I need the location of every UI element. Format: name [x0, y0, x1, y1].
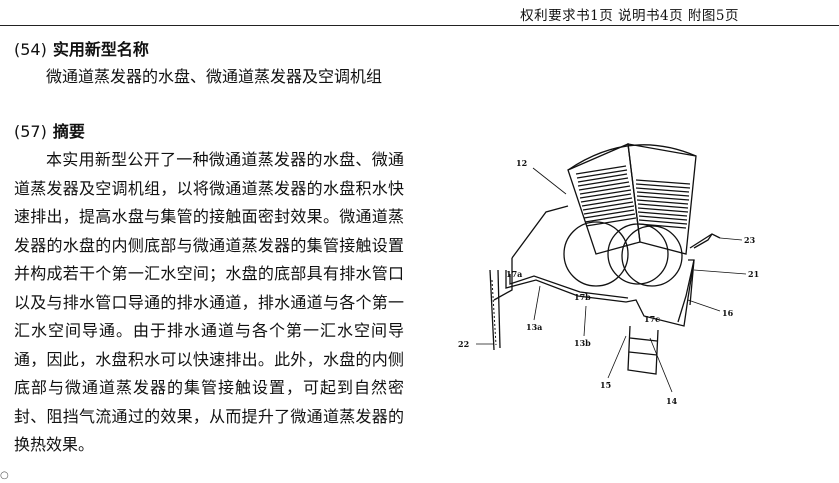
label-13a: 13a [526, 322, 542, 332]
right-flange-return [693, 233, 713, 249]
drip-tray-inner [509, 274, 629, 299]
title-heading-label: 实用新型名称 [52, 40, 149, 59]
abstract-body: 本实用新型公开了一种微通道蒸发器的水盘、微通道蒸发器及空调机组，以将微通道蒸发器… [14, 150, 404, 454]
drain-ring-1 [629, 337, 658, 342]
drip-tray-base [505, 259, 695, 327]
drain-pipe [627, 325, 659, 375]
coil-top-cap [567, 144, 697, 171]
margin-mark: ○ [0, 470, 9, 481]
abstract-section-heading: (57) 摘要 [14, 118, 85, 142]
label-22: 22 [458, 339, 469, 349]
side-panel [688, 259, 695, 306]
leader-13a [533, 285, 541, 321]
left-outer-wall [493, 258, 513, 301]
label-14: 14 [666, 396, 678, 406]
right-header-tube [621, 225, 683, 287]
left-fin-hatching [575, 165, 637, 227]
leader-12 [532, 167, 567, 195]
leader-14 [649, 337, 673, 393]
left-rail-dashes [491, 279, 497, 346]
left-upper-wall [511, 205, 569, 259]
abstract-heading-label: 摘要 [52, 122, 85, 141]
label-17c: 17c [644, 314, 660, 324]
section-number-54: (54) [14, 40, 47, 59]
leader-15 [607, 335, 627, 379]
label-17b: 17b [574, 292, 591, 302]
left-rail-inner [497, 269, 501, 349]
page-header: 权利要求书1页 说明书4页 附图5页 [0, 0, 839, 26]
leader-13b [583, 305, 587, 337]
left-header-tube [563, 221, 629, 287]
leader-16 [687, 299, 721, 312]
label-17a: 17a [506, 269, 522, 279]
page-count-info: 权利要求书1页 说明书4页 附图5页 [520, 8, 739, 24]
label-15: 15 [600, 380, 611, 390]
right-coil-block [627, 143, 697, 255]
leader-23 [719, 237, 743, 241]
label-23: 23 [744, 235, 756, 245]
label-13b: 13b [574, 338, 591, 348]
header-divider [0, 25, 839, 26]
patent-figure: 12 23 21 16 17a 17b 17c 13a 13b 22 15 14 [450, 130, 800, 420]
center-header-tube [607, 223, 669, 285]
right-fin-hatching [635, 179, 691, 229]
label-16: 16 [722, 308, 734, 318]
label-12: 12 [516, 158, 527, 168]
drain-ring-2 [628, 351, 658, 356]
utility-model-title: 微通道蒸发器的水盘、微通道蒸发器及空调机组 [46, 67, 383, 86]
evaporator-drawing: 12 23 21 16 17a 17b 17c 13a 13b 22 15 14 [458, 143, 759, 406]
left-rail [489, 269, 495, 351]
label-21: 21 [748, 269, 759, 279]
leader-21 [693, 269, 747, 275]
section-number-57: (57) [14, 122, 47, 141]
tray-right-wall [677, 259, 695, 323]
title-section-heading: (54) 实用新型名称 [14, 36, 149, 60]
